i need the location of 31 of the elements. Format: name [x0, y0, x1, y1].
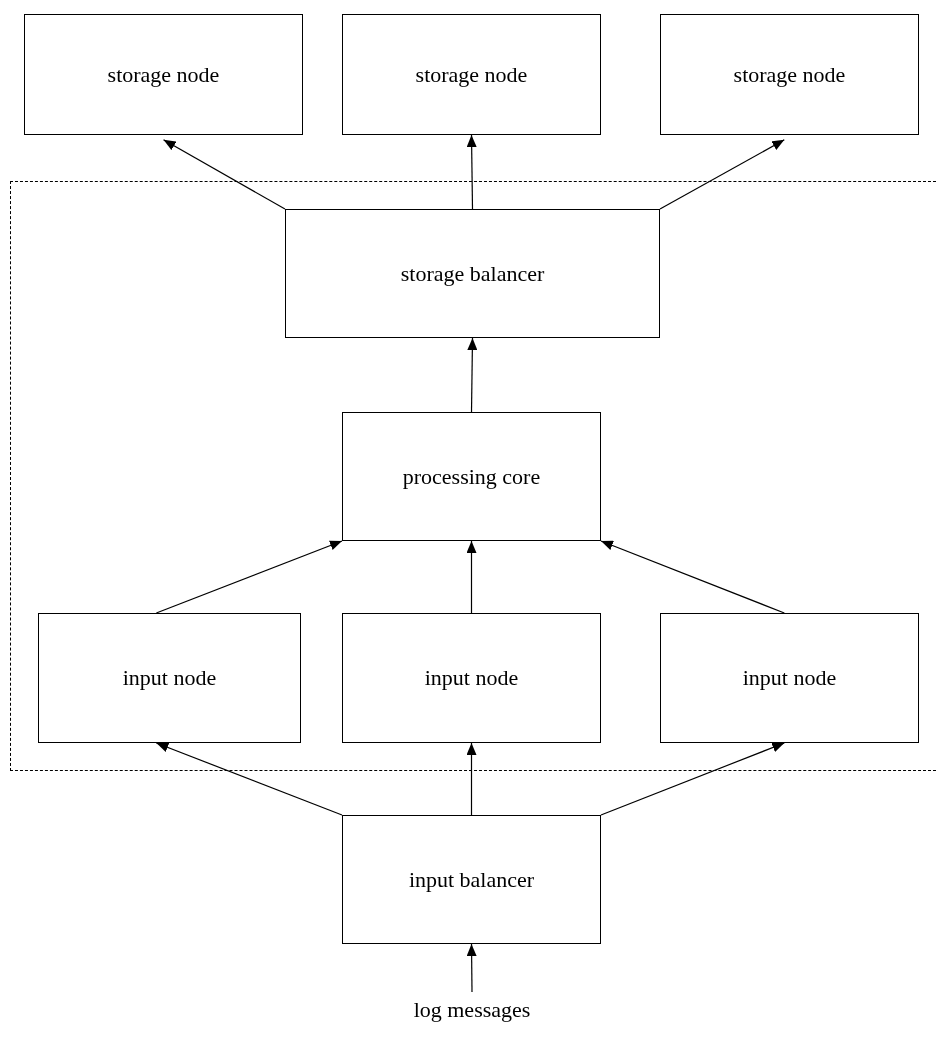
arrow — [466, 742, 477, 816]
storage-node-box — [342, 14, 601, 135]
arrow — [155, 540, 343, 614]
node-label: storage balancer — [400, 260, 545, 287]
node-label: storage node — [107, 61, 220, 88]
arrow — [600, 540, 785, 614]
node-label: processing core — [402, 463, 541, 490]
node-label: input balancer — [408, 866, 535, 893]
arrow — [466, 134, 477, 210]
arrow — [600, 742, 785, 816]
input-node-box — [38, 613, 301, 743]
node-label: storage node — [733, 61, 846, 88]
arrow — [466, 540, 477, 614]
arrow — [466, 943, 477, 993]
arrow — [162, 139, 286, 210]
node-label: input node — [742, 665, 837, 691]
balancer-box — [285, 209, 660, 338]
storage-node-box — [660, 14, 919, 135]
arrow — [155, 742, 343, 816]
input-node-box — [342, 613, 601, 743]
storage-node-box — [24, 14, 303, 135]
processing-box — [342, 412, 601, 541]
node-label: input node — [424, 665, 519, 691]
input-node-box — [660, 613, 919, 743]
balancer-box — [342, 815, 601, 944]
arrow — [659, 139, 785, 210]
dashed-group-boundary — [10, 181, 936, 771]
arrow — [467, 337, 478, 413]
node-label: input node — [122, 665, 217, 691]
node-label: storage node — [415, 61, 528, 88]
input-label: log messages — [413, 997, 531, 1023]
